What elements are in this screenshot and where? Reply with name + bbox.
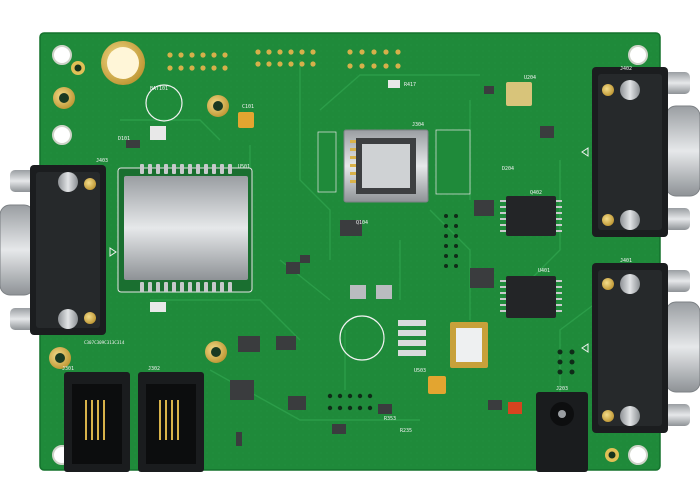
label-j403: J403 xyxy=(96,158,108,164)
label-d204: D204 xyxy=(502,166,514,172)
label-u501: U501 xyxy=(238,164,250,170)
label-j203: J203 xyxy=(556,386,568,392)
label-r417: R417 xyxy=(404,82,416,88)
label-j304: J304 xyxy=(412,122,424,128)
label-r235: R235 xyxy=(400,428,412,434)
label-d101: D101 xyxy=(118,136,130,142)
label-u401: U401 xyxy=(538,268,550,274)
label-j402: J402 xyxy=(620,66,632,72)
battery-holder-outline xyxy=(339,315,385,361)
ic-chips xyxy=(238,82,562,414)
label-r353: R353 xyxy=(384,416,396,422)
plated-holes xyxy=(49,41,619,462)
db9-connector-right-top xyxy=(592,67,700,237)
header-pads-top xyxy=(167,49,401,71)
wireless-module xyxy=(117,164,253,293)
label-u204: U204 xyxy=(524,75,536,81)
label-q104: Q104 xyxy=(356,220,368,226)
silkscreen-arrows xyxy=(109,147,589,353)
label-q402: Q402 xyxy=(530,190,542,196)
label-c307: C307C309C313C314 xyxy=(84,340,125,345)
label-j401: J401 xyxy=(620,258,632,264)
vias xyxy=(327,214,575,411)
label-bat101: BAT101 xyxy=(150,86,168,92)
power-jack xyxy=(536,392,588,472)
sim-card-slot xyxy=(343,129,429,203)
db9-connector-right-bottom xyxy=(592,263,700,433)
battery-outline xyxy=(145,84,183,122)
smd-components xyxy=(126,80,554,446)
label-j302: J302 xyxy=(148,366,160,372)
db9-connector-left xyxy=(0,165,106,335)
label-c101: C101 xyxy=(242,104,254,110)
silkscreen-labels: BAT101 U501 J304 U204 J402 J403 J401 Q40… xyxy=(62,66,632,434)
rj-jacks xyxy=(64,372,204,472)
label-u503: U503 xyxy=(414,368,426,374)
label-j301: J301 xyxy=(62,366,74,372)
